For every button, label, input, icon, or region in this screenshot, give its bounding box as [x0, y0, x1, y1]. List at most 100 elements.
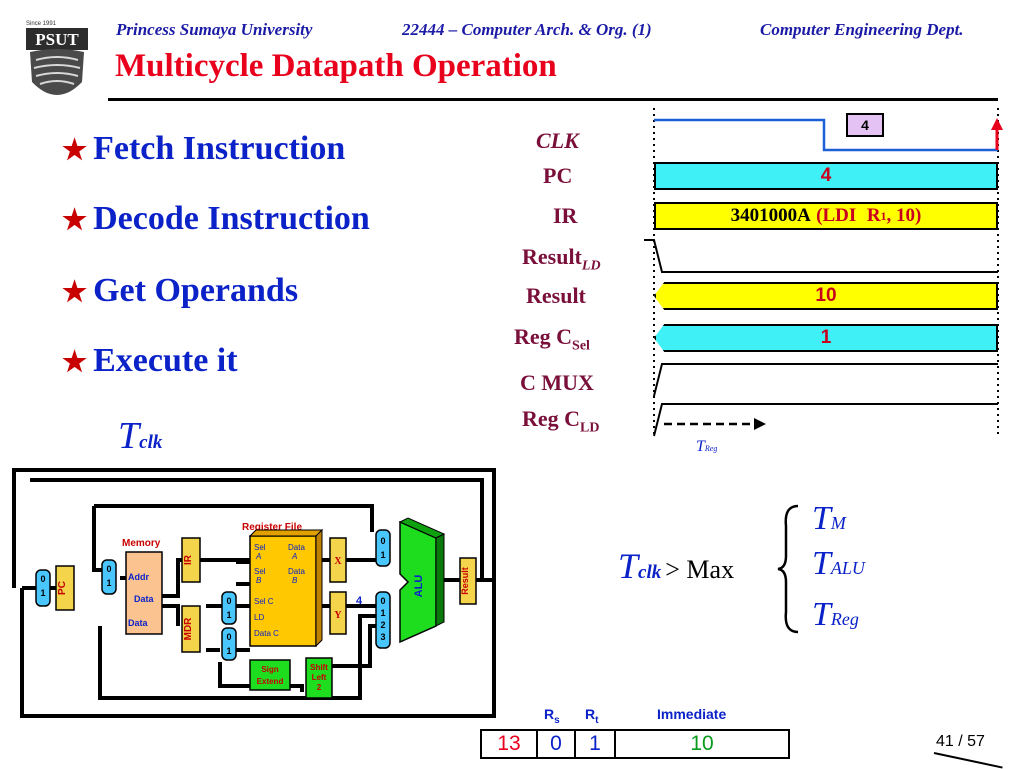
pc-label: PC — [543, 163, 573, 188]
cmux-waveform — [653, 363, 998, 397]
clk-waveform — [654, 118, 998, 152]
svg-text:4: 4 — [356, 595, 363, 607]
svg-text:0: 0 — [226, 596, 231, 606]
datapath-wires — [12, 468, 496, 718]
header-course: 22444 – Computer Arch. & Org. (1) — [402, 20, 652, 39]
alu-a-mux: 0 1 — [375, 529, 391, 567]
term-treg: TReg — [812, 596, 859, 633]
alu-block: ALU — [398, 517, 446, 644]
svg-text:2: 2 — [317, 683, 322, 692]
svg-text:Result: Result — [460, 567, 470, 595]
svg-text:Sign: Sign — [261, 665, 278, 674]
curly-brace — [776, 504, 800, 639]
svg-text:Y: Y — [334, 610, 342, 621]
instruction-format-table: 13 0 1 10 — [480, 729, 790, 759]
svg-text:B: B — [256, 576, 262, 585]
memory-block: Memory Addr Data Data — [122, 538, 163, 635]
svg-text:Memory: Memory — [122, 538, 161, 549]
svg-text:ALU: ALU — [413, 575, 425, 598]
term-tm: TM — [812, 500, 846, 537]
clk-label: CLK — [536, 128, 579, 153]
rs-field: 0 — [538, 731, 576, 757]
logo-text: PSUT — [35, 30, 79, 49]
svg-text:1: 1 — [380, 550, 385, 560]
immediate-field: 10 — [690, 732, 714, 755]
mdr-register: MDR — [181, 605, 201, 653]
pc-mux: 0 1 — [35, 569, 51, 607]
alu-b-mux: 4 0 1 2 3 — [356, 591, 391, 649]
ir-label: IR — [553, 203, 578, 228]
opcode-field: 13 — [482, 731, 538, 757]
svg-text:3: 3 — [380, 632, 385, 642]
pc-bus: 4 — [654, 162, 998, 190]
svg-text:Left: Left — [312, 673, 327, 682]
header-department: Computer Engineering Dept. — [760, 20, 964, 39]
svg-text:1: 1 — [380, 608, 385, 618]
svg-text:0: 0 — [380, 536, 385, 546]
rs-header: Rs — [544, 706, 560, 726]
sign-extend-block: Sign Extend — [249, 659, 291, 691]
svg-text:Data C: Data C — [254, 629, 279, 638]
ir-register: IR — [181, 537, 201, 583]
y-register: Y — [329, 591, 347, 635]
svg-text:0: 0 — [226, 632, 231, 642]
x-register: X — [329, 537, 347, 583]
clk-edge-arrowhead — [991, 118, 1003, 130]
star-icon: ★ — [62, 135, 88, 166]
addr-mux: 0 1 — [101, 559, 117, 595]
svg-text:0: 0 — [40, 574, 45, 584]
svg-text:2: 2 — [380, 620, 385, 630]
register-file: Register File Sel A Data A Sel B Data B … — [242, 522, 324, 648]
slide-number: 41 / 57 — [936, 733, 985, 750]
treg-label: TReg — [696, 438, 718, 455]
result-label: Result — [526, 283, 586, 308]
result-ld-waveform — [644, 239, 998, 273]
bullet-fetch: ★Fetch Instruction — [62, 130, 346, 167]
header-university: Princess Sumaya University — [116, 20, 313, 39]
header-rule — [108, 98, 998, 101]
regcld-label: Reg CLD — [522, 406, 600, 436]
svg-text:1: 1 — [226, 610, 231, 620]
tclk-label: Tclk — [118, 415, 163, 457]
result-ld-label: ResultLD — [522, 244, 601, 274]
regcsel-bus: 1 — [654, 324, 998, 352]
svg-text:A: A — [291, 552, 297, 561]
svg-text:Extend: Extend — [257, 677, 284, 686]
rt-header: Rt — [585, 706, 599, 726]
result-register: Result — [459, 557, 477, 605]
svg-text:Data: Data — [128, 618, 149, 628]
svg-text:A: A — [255, 552, 261, 561]
svg-text:IR: IR — [183, 554, 194, 565]
slide-number-rule — [933, 752, 1003, 769]
clock-equation: Tclk > Max — [618, 546, 735, 586]
timing-waveforms — [644, 108, 1003, 438]
cmux-label: C MUX — [520, 370, 594, 395]
regfile-muxes: 0 1 0 1 — [221, 591, 237, 661]
svg-text:X: X — [334, 556, 342, 567]
svg-text:1: 1 — [226, 646, 231, 656]
svg-text:Data: Data — [134, 594, 155, 604]
star-icon: ★ — [62, 205, 88, 236]
bullet-operands: ★Get Operands — [62, 272, 299, 309]
svg-text:B: B — [292, 576, 298, 585]
bullet-decode: ★Decode Instruction — [62, 200, 370, 237]
psut-logo: Since 1991 PSUT — [22, 16, 92, 108]
term-talu: TALU — [812, 545, 865, 582]
svg-text:Shift: Shift — [310, 663, 328, 672]
svg-text:0: 0 — [106, 564, 111, 574]
shift-left-block: Shift Left 2 — [305, 657, 333, 699]
slide-title: Multicycle Datapath Operation — [115, 48, 557, 84]
regcsel-label: Reg CSel — [514, 324, 590, 354]
svg-text:Sel C: Sel C — [254, 597, 274, 606]
svg-text:Sel: Sel — [254, 567, 266, 576]
rt-field: 1 — [576, 731, 616, 757]
datapath-diagram: 0 1 PC 0 1 Memory Addr Data Data IR MDR … — [10, 466, 500, 734]
logo-since: Since 1991 — [26, 21, 57, 27]
clk-marker: 4 — [846, 113, 884, 137]
svg-text:Data: Data — [288, 567, 305, 576]
star-icon: ★ — [62, 347, 88, 378]
svg-text:Data: Data — [288, 543, 305, 552]
svg-text:0: 0 — [380, 596, 385, 606]
regcld-waveform — [653, 403, 998, 437]
